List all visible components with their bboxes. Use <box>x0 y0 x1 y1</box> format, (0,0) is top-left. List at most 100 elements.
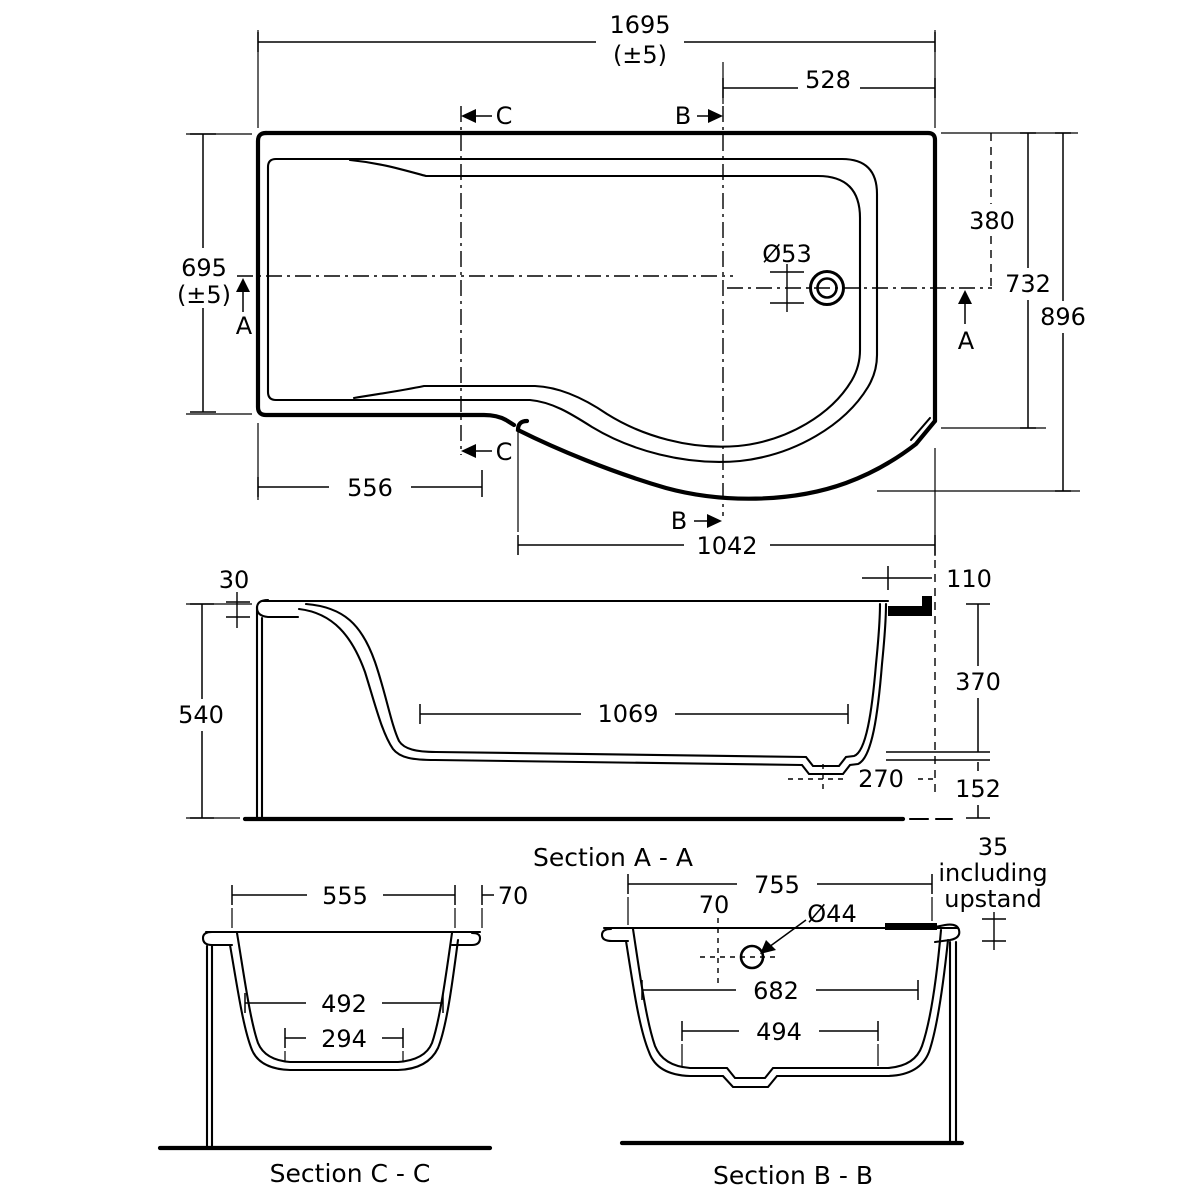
section-marker-b-top: B <box>675 102 723 130</box>
dimline-755 <box>627 874 933 894</box>
dimline-152 <box>966 759 990 819</box>
ext-755 <box>627 897 933 925</box>
label-c-top: C <box>496 102 513 130</box>
dim-110: 110 <box>946 565 992 593</box>
dimline-1695 <box>257 32 936 52</box>
dim-1695-tol: (±5) <box>613 41 667 69</box>
dimline-70-cc <box>481 885 494 905</box>
drain-dim-ticks <box>770 264 804 312</box>
dim-35-word2: upstand <box>944 885 1042 913</box>
section-marker-b-bottom: B <box>671 507 722 535</box>
dimline-30 <box>226 592 250 628</box>
aa-rim-cut-bar <box>888 606 932 616</box>
dimline-35 <box>982 912 1006 950</box>
label-c-bottom: C <box>496 438 513 466</box>
overflow-arrowhead <box>760 940 776 954</box>
plan-bath-outline-left <box>255 130 517 428</box>
dim-1695: 1695 <box>609 11 670 39</box>
dim-294: 294 <box>321 1025 367 1053</box>
bb-right-upstand <box>933 923 961 944</box>
dimline-555 <box>231 885 456 905</box>
arrow-a-left <box>236 278 250 292</box>
dim-35: 35 <box>978 833 1009 861</box>
dimline-492 <box>244 993 444 1013</box>
dimline-556 <box>257 470 483 497</box>
section-bb-view: 755 70 Ø44 682 494 35 including upstand … <box>600 833 1048 1190</box>
dim-380: 380 <box>969 207 1015 235</box>
plan-bowl-bevel <box>909 416 932 442</box>
cc-tub-inner-surface <box>235 931 454 1064</box>
label-a-left: A <box>236 312 253 340</box>
dim-540: 540 <box>178 701 224 729</box>
dim-370: 370 <box>955 668 1001 696</box>
dimline-294 <box>284 1028 404 1048</box>
drain-diameter-label: Ø53 <box>762 240 811 268</box>
section-cc-label: Section C - C <box>270 1159 431 1188</box>
dimline-370 <box>966 603 990 753</box>
drain-hole-outer <box>809 270 845 306</box>
aa-upstand-cut <box>922 596 932 610</box>
aa-left-panel <box>255 605 264 819</box>
label-b-top: B <box>675 102 691 130</box>
bb-deck-cut-bar <box>885 923 937 930</box>
dimline-732 <box>1020 132 1036 429</box>
dim-755: 755 <box>754 871 800 899</box>
drain-hole-inner <box>816 277 838 299</box>
cc-left-lip <box>201 930 234 947</box>
dim-152: 152 <box>955 775 1001 803</box>
dim-695-tol: (±5) <box>177 281 231 309</box>
plan-bowl-outer-curve <box>515 418 938 501</box>
arrow-b-bottom <box>707 514 722 528</box>
dimline-1069 <box>419 704 849 724</box>
dim-682: 682 <box>753 977 799 1005</box>
plan-rim-inner-line <box>266 157 879 463</box>
dimline-270 <box>788 764 934 792</box>
bb-right-leg <box>948 940 958 1143</box>
dim-494: 494 <box>756 1018 802 1046</box>
dimline-110 <box>862 566 932 590</box>
overflow-leader <box>768 919 807 948</box>
dim-1042: 1042 <box>696 532 757 560</box>
section-marker-a-left: A <box>236 278 253 340</box>
dimline-540 <box>190 603 214 819</box>
bb-left-lip <box>600 927 630 943</box>
overflow-diameter-label: Ø44 <box>807 900 856 928</box>
cc-left-leg <box>205 944 214 1148</box>
section-marker-c-bottom: C <box>461 438 512 466</box>
dim-555-cc: 555 <box>322 882 368 910</box>
dim-732: 732 <box>1005 270 1051 298</box>
dim-492: 492 <box>321 990 367 1018</box>
section-bb-label: Section B - B <box>713 1161 873 1190</box>
section-marker-c-top: C <box>461 102 512 130</box>
dim-70-cc: 70 <box>498 882 529 910</box>
overflow-hole <box>739 944 765 970</box>
aa-tub-inner-surface <box>304 602 882 768</box>
ext-555 <box>231 908 456 928</box>
dim-70-bb: 70 <box>699 891 730 919</box>
ext-494 <box>681 1044 879 1066</box>
dim-30: 30 <box>219 566 250 594</box>
cc-tub-outer-surface <box>228 938 460 1072</box>
dim-1069: 1069 <box>597 700 658 728</box>
ext-294 <box>284 1051 404 1061</box>
arrow-c-bottom <box>461 444 476 458</box>
dim-528: 528 <box>805 66 851 94</box>
plan-tub-inner-line <box>348 158 862 448</box>
arrow-b-top <box>708 109 723 123</box>
label-a-right: A <box>958 327 975 355</box>
dimline-682 <box>641 980 919 1000</box>
dimline-1042 <box>517 535 936 555</box>
dim-556: 556 <box>347 474 393 502</box>
dimline-528 <box>722 78 936 98</box>
plan-view: Ø53 1695 (±5) 528 695 (±5) C B <box>177 11 1086 560</box>
dimline-695 <box>190 133 216 413</box>
dim-896: 896 <box>1040 303 1086 331</box>
arrow-c-top <box>461 109 476 123</box>
dimline-896 <box>1055 132 1071 492</box>
section-marker-a-right: A <box>958 290 975 355</box>
arrow-a-right <box>958 290 972 304</box>
bb-tub-inner-surface <box>631 927 943 1080</box>
dim-35-word1: including <box>938 859 1047 887</box>
